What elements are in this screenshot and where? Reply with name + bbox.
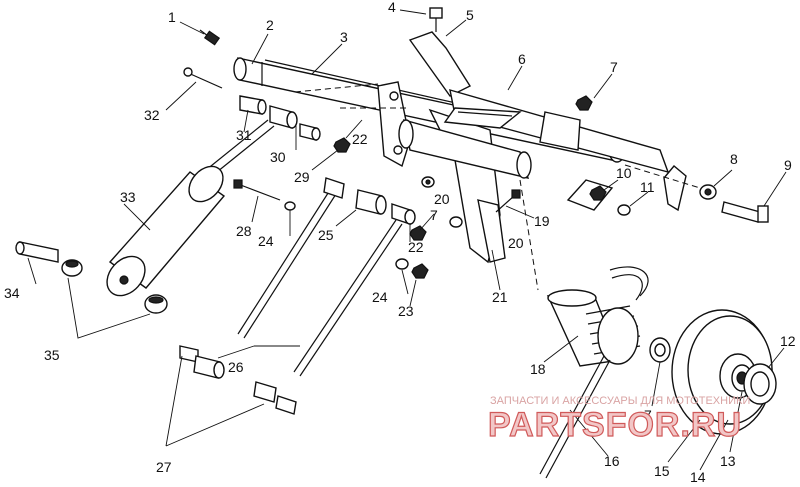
- callout-24a: 24: [258, 233, 274, 249]
- clip-6: [663, 165, 687, 212]
- callout-30: 30: [270, 149, 286, 165]
- spring-housing-18: [546, 289, 641, 367]
- nut-7c: [409, 225, 427, 241]
- callout-20b: 20: [508, 235, 524, 251]
- reference-line-c: [519, 179, 539, 291]
- shock-rod: [205, 119, 275, 177]
- callout-1: 1: [168, 9, 176, 25]
- plate-10: [566, 179, 614, 211]
- callout-7-wheel: 7: [644, 407, 652, 423]
- callout-16: 16: [604, 453, 620, 469]
- callout-24b: 24: [372, 289, 388, 305]
- callout-22a: 22: [352, 131, 368, 147]
- spring-coil: [609, 266, 649, 301]
- callout-27: 27: [156, 459, 172, 475]
- bolt-1: [199, 29, 221, 46]
- watermark-caption: ЗАПЧАСТИ И АКСЕССУАРЫ ДЛЯ МОТОТЕХНИКИ: [490, 395, 750, 407]
- lower-cross-shaft: [398, 119, 532, 179]
- callout-6: 6: [518, 51, 526, 67]
- rod-end-27a: [179, 345, 225, 379]
- washer-8: [699, 184, 717, 200]
- rod-end-27b: [253, 381, 297, 415]
- callout-28: 28: [236, 223, 252, 239]
- nut-23: [411, 263, 429, 279]
- callout-18: 18: [530, 361, 546, 377]
- callout-8: 8: [730, 151, 738, 167]
- reference-line-a: [294, 83, 379, 93]
- washer-24b: [395, 258, 409, 270]
- nut-7-top: [575, 95, 593, 111]
- washer-11: [617, 204, 631, 216]
- callout-13: 13: [720, 453, 736, 469]
- callout-20a: 20: [434, 191, 450, 207]
- callout-9: 9: [784, 157, 792, 173]
- callout-11: 11: [640, 179, 655, 195]
- washer-24a: [284, 201, 296, 211]
- watermark: ЗАПЧАСТИ И АКСЕССУАРЫ ДЛЯ МОТОТЕХНИКИ PA…: [487, 395, 750, 445]
- leader-26: [217, 345, 300, 359]
- watermark-logo: PARTSFOR.RU: [488, 406, 742, 444]
- idler-wheel-15: [671, 309, 773, 435]
- callout-19: 19: [534, 213, 550, 229]
- spacer-31: [239, 95, 267, 115]
- leader-35: [67, 277, 151, 339]
- bushing-35b: [144, 294, 168, 314]
- spacer-12: [743, 363, 777, 405]
- callout-23: 23: [398, 303, 414, 319]
- callout-12: 12: [780, 333, 796, 349]
- shock-absorber-33: [106, 165, 226, 297]
- callout-7-bracket: 7: [430, 207, 438, 223]
- leader-lines: [27, 9, 787, 471]
- callout-15: 15: [654, 463, 670, 479]
- pin-34: [15, 241, 59, 263]
- washer-20a: [421, 176, 435, 188]
- callout-25: 25: [318, 227, 334, 243]
- reference-line-d: [624, 164, 701, 189]
- bushing-30: [269, 105, 321, 141]
- callout-10: 10: [616, 165, 632, 181]
- bolt-28: [233, 179, 281, 201]
- bolt-4: [429, 7, 443, 32]
- callout-2: 2: [266, 17, 274, 33]
- callout-4: 4: [388, 0, 396, 15]
- callout-29: 29: [294, 169, 310, 185]
- rod-end-22b: [391, 203, 416, 225]
- lever-arm: [443, 107, 522, 129]
- callout-21: 21: [492, 289, 508, 305]
- bolt-9: [721, 201, 769, 223]
- callout-31: 31: [236, 127, 252, 143]
- nut-29: [333, 137, 351, 153]
- callout-5: 5: [466, 7, 474, 23]
- callout-14: 14: [690, 469, 706, 485]
- bushing-35a: [61, 259, 83, 277]
- callout-22b: 22: [408, 239, 424, 255]
- rod-end-25: [355, 189, 387, 215]
- callout-32: 32: [144, 107, 160, 123]
- washer-17: [649, 337, 671, 363]
- leader-27: [165, 355, 265, 447]
- rod-26-left: [237, 177, 345, 339]
- bolt-32: [183, 67, 223, 89]
- callout-3: 3: [340, 29, 348, 45]
- callout-26: 26: [228, 359, 244, 375]
- callout-35: 35: [44, 347, 60, 363]
- rod-26-right: [293, 219, 403, 377]
- bolt-19: [495, 189, 521, 213]
- washer-20b: [449, 216, 463, 228]
- callout-33: 33: [120, 189, 136, 205]
- callout-34: 34: [4, 285, 20, 301]
- callout-7-top: 7: [610, 59, 618, 75]
